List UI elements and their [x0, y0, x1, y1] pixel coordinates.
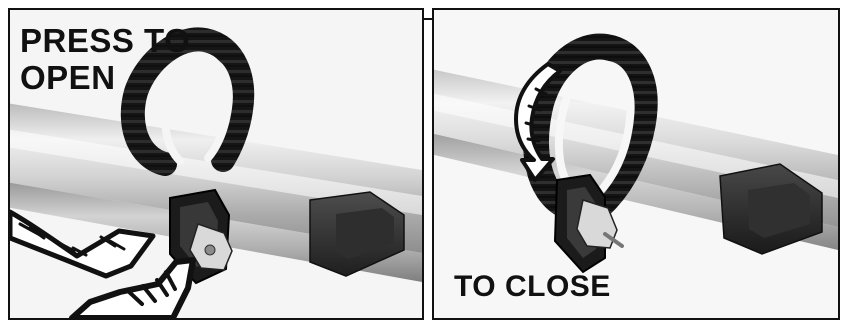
press-to-open-panel: PRESS TO OPEN — [8, 8, 424, 320]
press-to-open-label: PRESS TO OPEN — [20, 24, 190, 98]
to-close-panel: TO CLOSE — [432, 8, 840, 320]
to-close-label: TO CLOSE — [454, 272, 611, 302]
press-to-open-line2: OPEN — [20, 61, 190, 94]
press-to-open-line1: PRESS TO — [20, 24, 190, 57]
